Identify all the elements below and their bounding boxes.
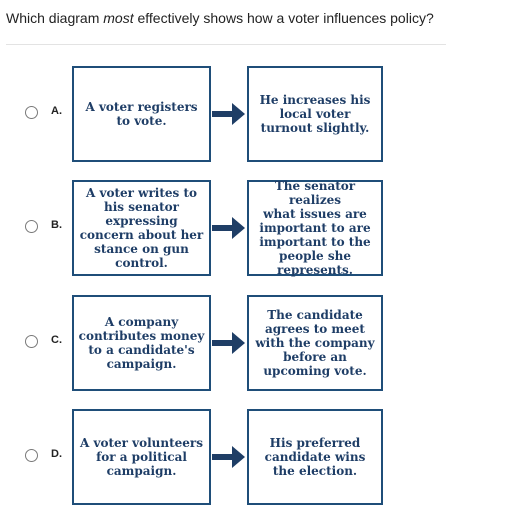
effect-text: He increases his local voter turnout sli… [259, 93, 371, 135]
cause-text: A voter registers to vote. [85, 100, 198, 128]
cause-text: A voter writes to his senator expressing… [79, 186, 204, 270]
radio-unselected-icon[interactable] [25, 335, 38, 348]
right-arrow-icon [212, 332, 245, 354]
right-arrow-icon [212, 217, 245, 239]
effect-text: His preferred candidate wins the electio… [264, 436, 366, 478]
radio-unselected-icon[interactable] [25, 106, 38, 119]
question-text: Which diagram most effectively shows how… [6, 9, 434, 27]
question-text-before: Which diagram [6, 10, 104, 26]
right-arrow-icon [212, 103, 245, 125]
cause-text: A company contributes money to a candida… [78, 315, 205, 371]
question-text-after: effectively shows how a voter influences… [133, 10, 434, 26]
option-letter[interactable]: A. [51, 105, 62, 117]
effect-box: His preferred candidate wins the electio… [247, 409, 383, 505]
radio-unselected-icon[interactable] [25, 220, 38, 233]
effect-text: The candidate agrees to meet with the co… [255, 308, 375, 378]
option-d[interactable]: D. A voter volunteers for a political ca… [0, 409, 523, 505]
option-letter[interactable]: D. [51, 448, 62, 460]
right-arrow-icon [212, 446, 245, 468]
option-b[interactable]: B. A voter writes to his senator express… [0, 179, 523, 277]
effect-text: The senator realizes what issues are imp… [259, 179, 371, 277]
effect-box: The candidate agrees to meet with the co… [247, 295, 383, 391]
cause-box: A voter registers to vote. [72, 66, 211, 162]
radio-unselected-icon[interactable] [25, 449, 38, 462]
effect-box: The senator realizes what issues are imp… [247, 179, 383, 277]
cause-box: A voter volunteers for a political campa… [72, 409, 211, 505]
question-divider [6, 44, 446, 45]
cause-box: A voter writes to his senator expressing… [72, 180, 211, 276]
option-c[interactable]: C. A company contributes money to a cand… [0, 295, 523, 391]
cause-text: A voter volunteers for a political campa… [79, 436, 204, 478]
option-letter[interactable]: C. [51, 334, 62, 346]
question-emphasis: most [103, 10, 134, 26]
option-a[interactable]: A. A voter registers to vote. He increas… [0, 66, 523, 162]
effect-box: He increases his local voter turnout sli… [247, 66, 383, 162]
option-letter[interactable]: B. [51, 219, 62, 231]
cause-box: A company contributes money to a candida… [72, 295, 211, 391]
